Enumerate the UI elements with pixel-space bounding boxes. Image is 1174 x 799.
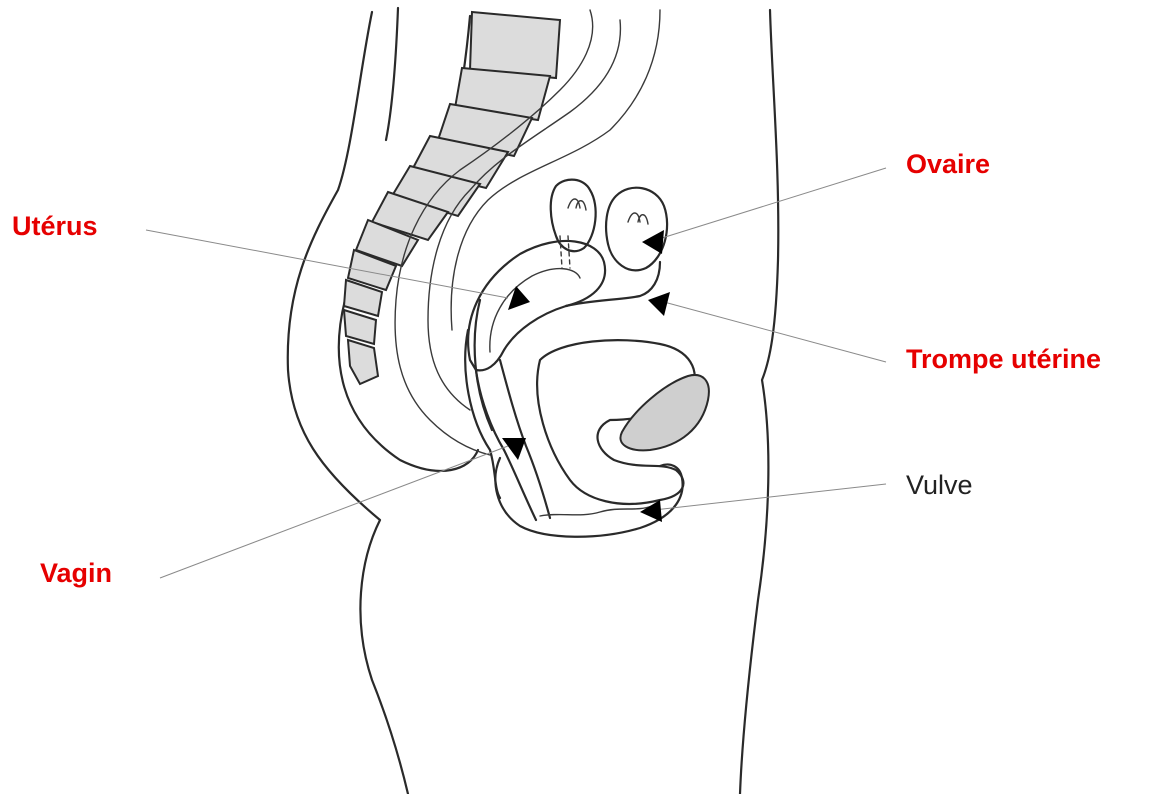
label-trompe-uterine: Trompe utérine xyxy=(906,346,1101,373)
label-uterus: Utérus xyxy=(12,213,98,240)
leader-vagin xyxy=(160,446,508,578)
leader-uterus xyxy=(146,230,508,298)
label-vagin: Vagin xyxy=(40,560,112,587)
leader-ovaire xyxy=(662,168,886,238)
body-outline-back xyxy=(288,12,408,794)
arrow-trompe xyxy=(648,292,670,316)
arrow-uterus xyxy=(508,286,530,310)
ovary-fimbria-detail xyxy=(628,213,648,224)
uterus-body xyxy=(468,241,605,370)
left-fimbria-detail xyxy=(568,199,586,210)
label-vulve: Vulve xyxy=(906,472,973,499)
vulva-outline xyxy=(495,458,682,537)
vulva-wavy xyxy=(540,506,652,516)
pubic-bone xyxy=(620,375,708,450)
label-ovaire: Ovaire xyxy=(906,151,990,178)
arrow-vagin xyxy=(502,438,526,460)
body-outline-front xyxy=(740,10,778,794)
arrow-ovaire xyxy=(642,230,664,254)
uterus-cavity xyxy=(490,269,580,352)
ovary xyxy=(606,188,667,271)
leader-vulve xyxy=(654,484,886,510)
